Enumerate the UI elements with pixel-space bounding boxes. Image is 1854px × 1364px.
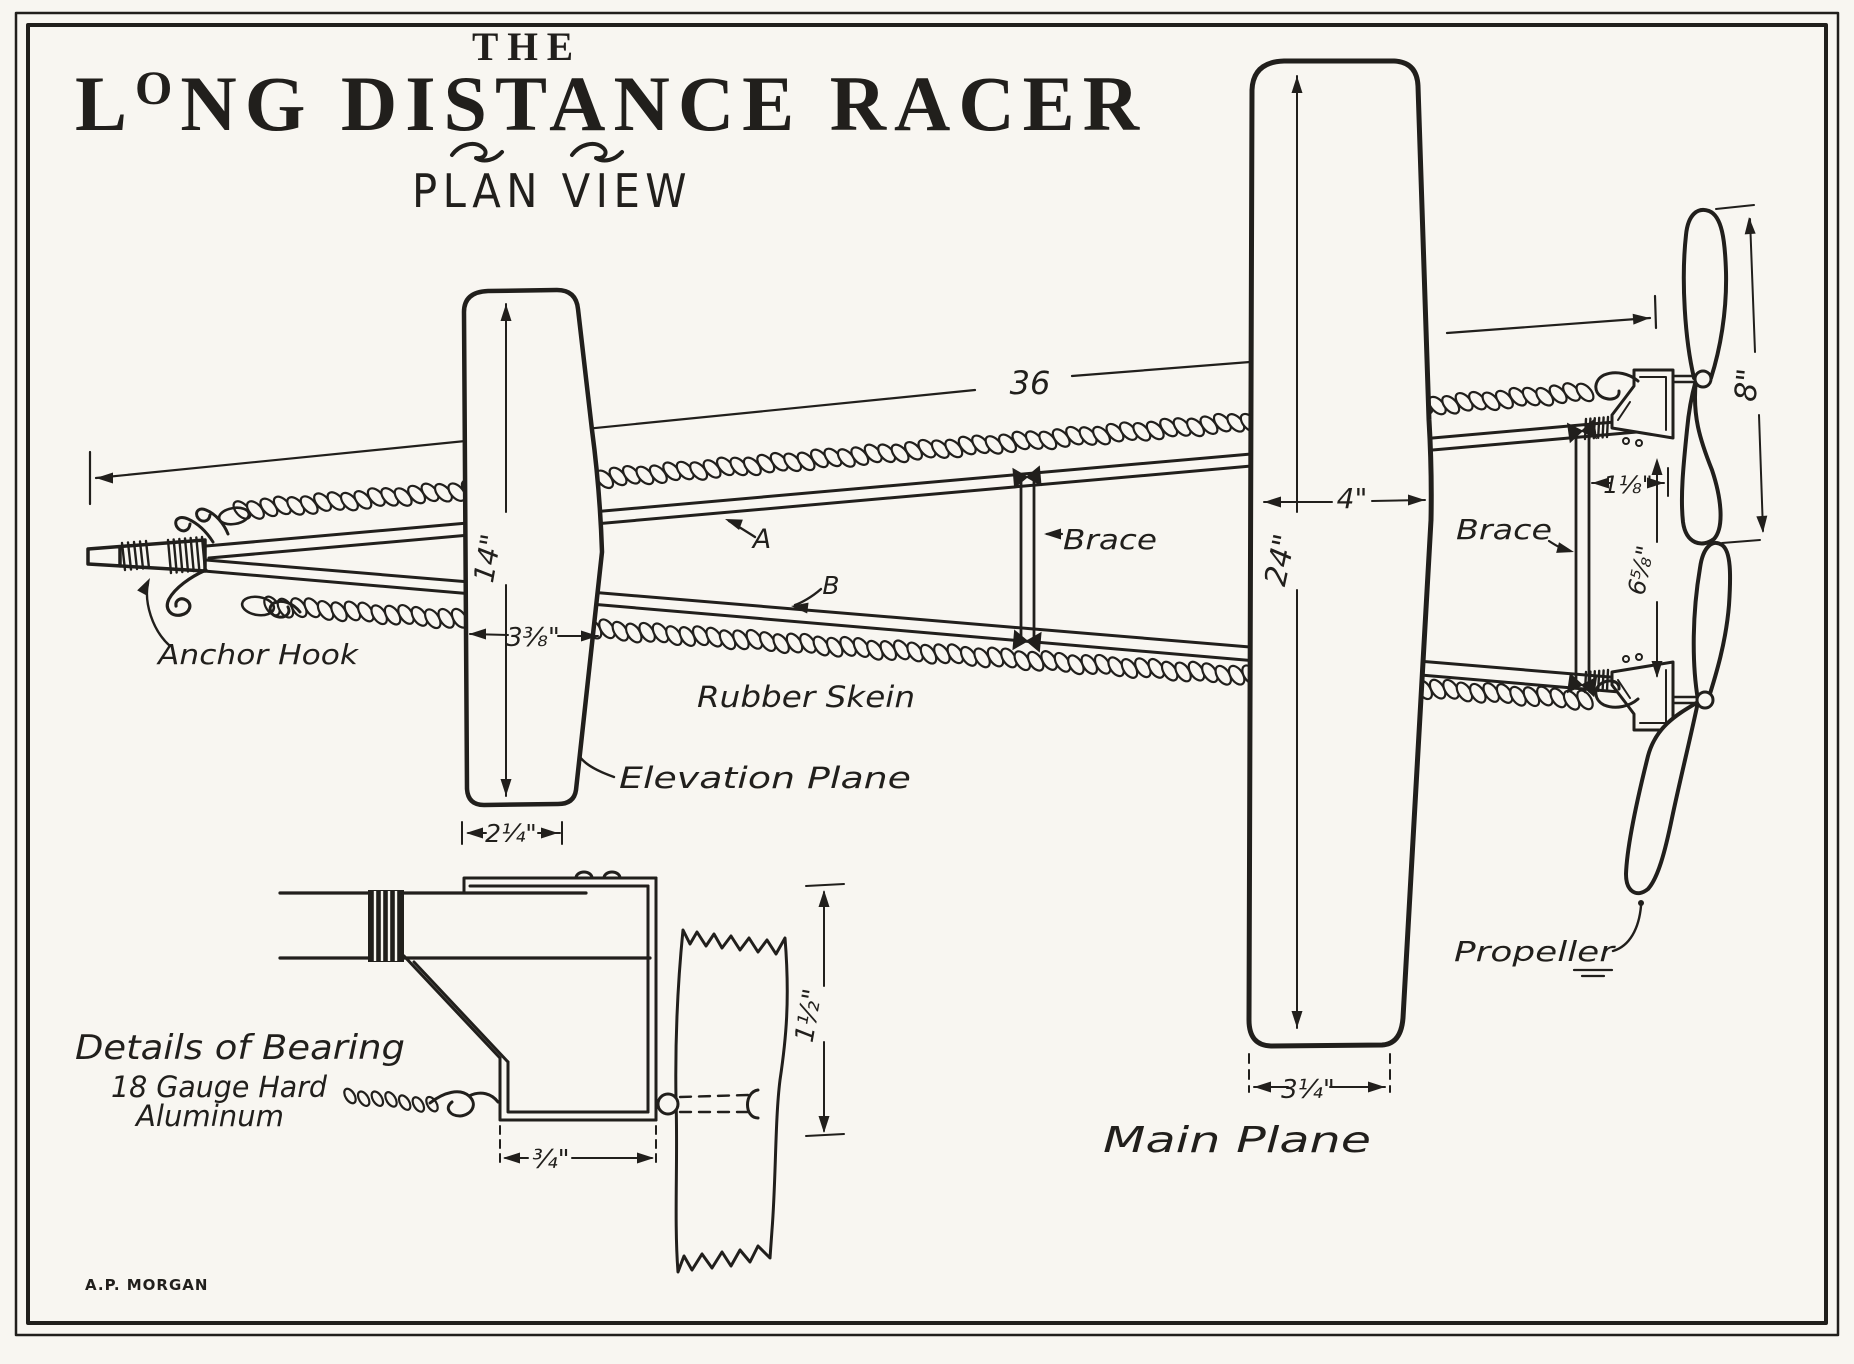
inner-border [26, 23, 1828, 1325]
main-tip-dim: 3¼" [1281, 1075, 1335, 1105]
propeller-label: Propeller [1454, 935, 1616, 968]
propeller-leader [1611, 904, 1643, 953]
detail-shaft-end [656, 1092, 680, 1116]
shaft-offset-dim: 1⅛" [1603, 471, 1653, 499]
elevation-plane-outline [461, 287, 605, 808]
detail-material-1: 18 Gauge Hard [111, 1070, 328, 1104]
top-propeller-lower-blade [1679, 378, 1723, 546]
detail-blade-hub [746, 1088, 760, 1120]
detail-lashing-stripes [373, 891, 398, 961]
skein-loop-bottom [240, 595, 276, 617]
bottom-propeller-hub [1695, 690, 1715, 710]
elevation-plane-group: 14" 3⅜" 2¼" [461, 287, 605, 848]
main-tip-extension-lines [1248, 1053, 1391, 1093]
title-the: THE [472, 24, 582, 69]
title-flourish-right [570, 141, 624, 163]
main-plane-group: 24" 4" 3¼" [1246, 58, 1434, 1105]
top-shaft-hook [1594, 371, 1640, 401]
brace-lashings [1012, 418, 1598, 698]
bottom-bearing-foot-2 [1635, 653, 1643, 661]
overall-dim: 36 [1010, 364, 1051, 402]
detail-propeller-blade-section [674, 928, 789, 1274]
stick-b-leader [793, 587, 823, 607]
bottom-bearing-bracket-inner [1617, 669, 1667, 724]
elevation-chord-dim: 3⅜" [506, 623, 560, 653]
outer-border [14, 11, 1840, 1337]
prop-length-dim-line [1715, 204, 1764, 544]
middle-brace-label: Brace [1063, 523, 1157, 556]
bearing-assemblies [1594, 368, 1702, 732]
top-propeller-hub [1693, 369, 1713, 389]
subtitle-plan-view: PLAN VIEW [412, 164, 692, 218]
braces-group [1012, 418, 1598, 698]
rear-brace [1574, 430, 1591, 688]
callout-labels: Anchor Hook A B Rubber Skein Elevation P… [145, 513, 1644, 1161]
top-bearing-foot-1 [1622, 437, 1630, 445]
skein-loop-top [217, 506, 251, 526]
fuselage-sticks-and-skeins [86, 382, 1648, 1113]
propellers-group [1624, 208, 1733, 895]
elevation-tip-dim: 2¼" [485, 819, 537, 848]
bottom-propeller-upper-blade [1691, 540, 1733, 702]
overall-dim-line-right [1070, 294, 1658, 378]
middle-brace [1019, 476, 1036, 644]
dimension-arrowheads [96, 76, 1768, 1164]
top-propeller-upper-blade [1681, 208, 1729, 380]
title-block: THE LONG DISTANCE RACER PLAN VIEW [75, 24, 1147, 218]
detail-rubber-hook [428, 1090, 500, 1118]
propeller-label-underline [1572, 968, 1614, 978]
stick-a-label: A [751, 524, 771, 555]
detail-lashing-band [368, 890, 404, 962]
anchor-hook-bottom [165, 568, 208, 617]
detail-material-2: Aluminum [134, 1099, 284, 1133]
rubber-skein-label: Rubber Skein [697, 680, 915, 714]
page-title: LONG DISTANCE RACER [75, 60, 1147, 147]
top-bearing-foot-2 [1635, 439, 1643, 447]
author-signature: A.P. MORGAN [85, 1276, 208, 1294]
top-bearing-bracket-inner [1617, 376, 1667, 431]
anchor-hook-label: Anchor Hook [156, 638, 360, 671]
main-plane-outline [1246, 58, 1434, 1049]
main-chord-dim: 4" [1337, 482, 1368, 515]
prop-length-dim: 8" [1728, 367, 1766, 403]
main-plane-label: Main Plane [1103, 1120, 1371, 1161]
detail-height-dim-line [805, 883, 845, 1137]
detail-width-dim: ¾" [532, 1145, 569, 1175]
bearing-detail-inset: Details of Bearing 18 Gauge Hard Aluminu… [75, 870, 845, 1274]
detail-bracket-channel [498, 1056, 658, 1122]
bottom-shaft-hook [1594, 679, 1640, 709]
detail-bracket-plate [462, 870, 658, 895]
title-flourish-left [450, 141, 504, 163]
rubber-skein-ropes [232, 382, 1595, 1113]
propeller-leader-dot [1638, 900, 1644, 906]
detail-width-extension-lines [499, 1125, 657, 1165]
elevation-plane-label: Elevation Plane [619, 761, 911, 795]
stick-b-label: B [822, 571, 839, 600]
anchor-hook-top-1 [174, 516, 215, 544]
bottom-propeller-lower-blade [1624, 700, 1700, 895]
detail-bracket-diagonal [402, 954, 510, 1064]
elevation-plane-leader [578, 755, 616, 779]
rear-brace-label: Brace [1456, 513, 1552, 546]
bottom-bearing-foot-1 [1622, 655, 1630, 663]
detail-bracket-wall [646, 876, 658, 1122]
elevation-tip-dim-line [461, 821, 563, 845]
detail-hidden-shaft-lines [678, 1093, 750, 1114]
detail-title: Details of Bearing [75, 1028, 405, 1068]
anchor-hook-bottom-2 [268, 599, 302, 619]
